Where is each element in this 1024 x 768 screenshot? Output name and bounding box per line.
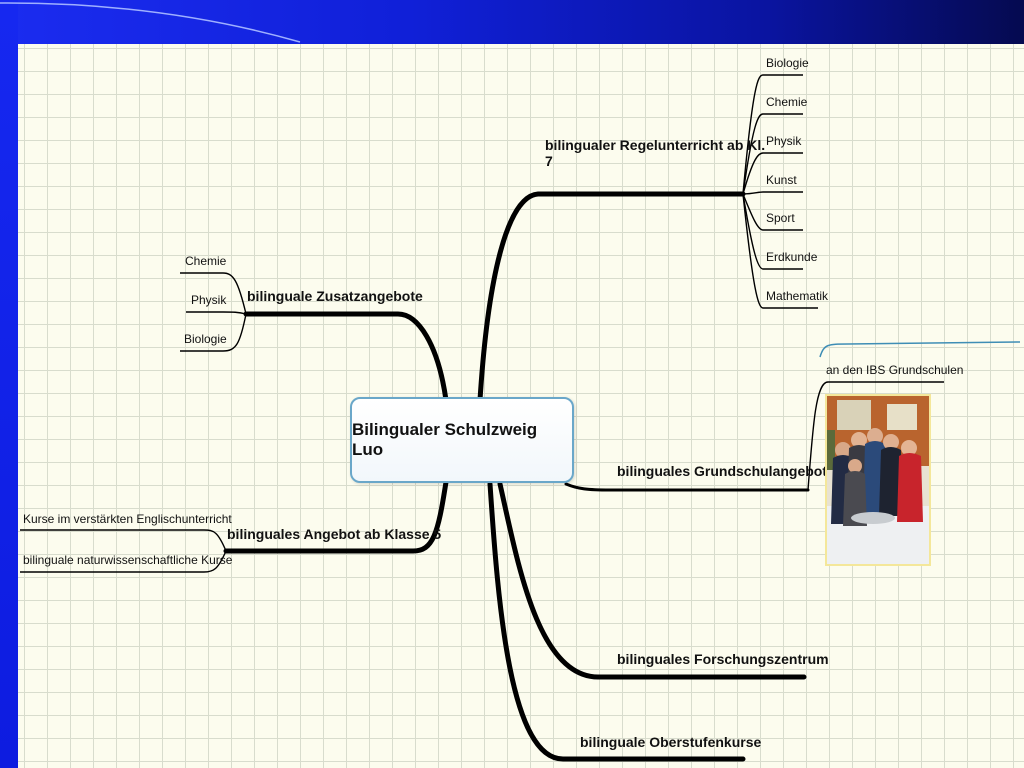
- branch-zusatzangebote[interactable]: bilinguale Zusatzangebote: [247, 288, 423, 304]
- grundschul-line-sub: [807, 381, 944, 491]
- subject-line-sport: [742, 193, 803, 231]
- klasse5-line-1: [20, 529, 227, 552]
- photo-image: [827, 396, 929, 564]
- branch-line-grundschul: [564, 482, 810, 492]
- school-children-photo: [825, 394, 931, 566]
- subject-line-mathematik: [742, 193, 818, 309]
- branch-line-regelunterricht: [477, 191, 746, 403]
- zusatz-line-biologie: [180, 313, 247, 352]
- branch-line-oberstufe: [487, 481, 746, 762]
- subject-line-biologie: [742, 74, 803, 195]
- subject-line-chemie: [742, 113, 803, 195]
- slide-frame-top: [0, 0, 1024, 44]
- zusatz-physik[interactable]: Physik: [191, 293, 227, 307]
- branch-line-klasse5: [223, 479, 449, 554]
- branch-klasse5[interactable]: bilinguales Angebot ab Klasse 5: [227, 526, 442, 542]
- subject-sport[interactable]: Sport: [766, 211, 795, 225]
- branch-forschung[interactable]: bilinguales Forschungszentrum: [617, 651, 829, 667]
- decorative-teal-line: [819, 341, 1021, 358]
- subject-mathematik[interactable]: Mathematik: [766, 289, 829, 303]
- branch-regelunterricht[interactable]: bilingualer Regelunterricht ab Kl. 7: [545, 137, 765, 169]
- slide-frame-left: [0, 0, 18, 768]
- mindmap-canvas: Bilingualer Schulzweig Luo bilingualer R…: [18, 44, 1024, 768]
- branch-line-zusatzangebote: [243, 311, 449, 403]
- branch-regelunterricht-line1: bilingualer Regelunterricht ab Kl.: [545, 137, 766, 153]
- klasse5-item-naturwiss[interactable]: bilinguale naturwissenschaftliche Kurse: [23, 553, 233, 567]
- zusatz-chemie[interactable]: Chemie: [185, 254, 227, 268]
- subject-line-kunst: [742, 191, 803, 195]
- klasse5-item-englisch[interactable]: Kurse im verstärkten Englischunterricht: [23, 512, 232, 526]
- subject-line-erdkunde: [742, 193, 803, 270]
- central-node[interactable]: Bilingualer Schulzweig Luo: [350, 397, 574, 483]
- subject-kunst[interactable]: Kunst: [766, 173, 797, 187]
- frame-swoosh: [0, 2, 301, 43]
- subject-chemie[interactable]: Chemie: [766, 95, 808, 109]
- branch-regelunterricht-line2: 7: [545, 153, 553, 170]
- branch-grundschul[interactable]: bilinguales Grundschulangebot: [617, 463, 828, 479]
- zusatz-biologie[interactable]: Biologie: [184, 332, 227, 346]
- subject-line-physik: [742, 152, 803, 195]
- klasse5-line-2: [20, 550, 227, 573]
- subject-biologie[interactable]: Biologie: [766, 56, 809, 70]
- branch-oberstufe[interactable]: bilinguale Oberstufenkurse: [580, 734, 762, 750]
- zusatz-line-chemie: [180, 272, 247, 315]
- zusatz-line-physik: [186, 311, 247, 315]
- central-label: Bilingualer Schulzweig Luo: [352, 420, 538, 459]
- grundschul-sub[interactable]: an den IBS Grundschulen: [826, 363, 964, 377]
- mindmap-connectors: [20, 74, 1021, 762]
- subject-physik[interactable]: Physik: [766, 134, 802, 148]
- subject-erdkunde[interactable]: Erdkunde: [766, 250, 818, 264]
- branch-line-forschung: [497, 481, 807, 680]
